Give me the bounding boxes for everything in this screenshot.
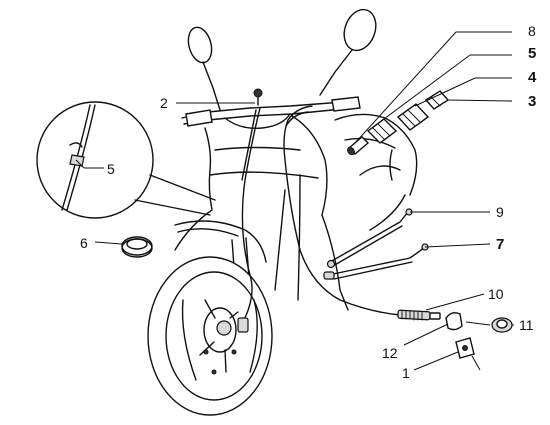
part-11-nut (491, 317, 513, 333)
label-2: 2 (160, 95, 168, 111)
label-5: 5 (528, 45, 536, 62)
speedometer-cable (283, 105, 441, 321)
label-4: 4 (528, 69, 537, 86)
part-fitting-5 (366, 118, 398, 144)
label-7: 7 (496, 236, 504, 253)
part-fitting-4 (396, 103, 430, 131)
label-9: 9 (496, 204, 504, 220)
callout-labels: 8 5 4 3 2 5 6 9 7 10 11 12 1 (80, 23, 537, 381)
label-6: 6 (80, 235, 88, 251)
label-3: 3 (528, 93, 536, 110)
part-clamp-ring (121, 236, 153, 258)
front-brake-cable (237, 88, 263, 333)
scooter-illustration (147, 8, 418, 416)
label-5-inset: 5 (107, 161, 115, 177)
part-fitting-3 (424, 90, 450, 110)
label-8: 8 (528, 23, 536, 39)
label-1: 1 (402, 365, 410, 381)
part-12-grommet (445, 311, 463, 331)
part-cable-7 (323, 243, 429, 280)
inset-detail (36, 101, 216, 219)
label-12: 12 (382, 345, 398, 361)
leader-lines (75, 31, 514, 371)
part-1-sensor (455, 337, 475, 359)
part-cable-9 (326, 208, 413, 269)
label-10: 10 (488, 286, 504, 302)
label-11: 11 (519, 317, 534, 333)
